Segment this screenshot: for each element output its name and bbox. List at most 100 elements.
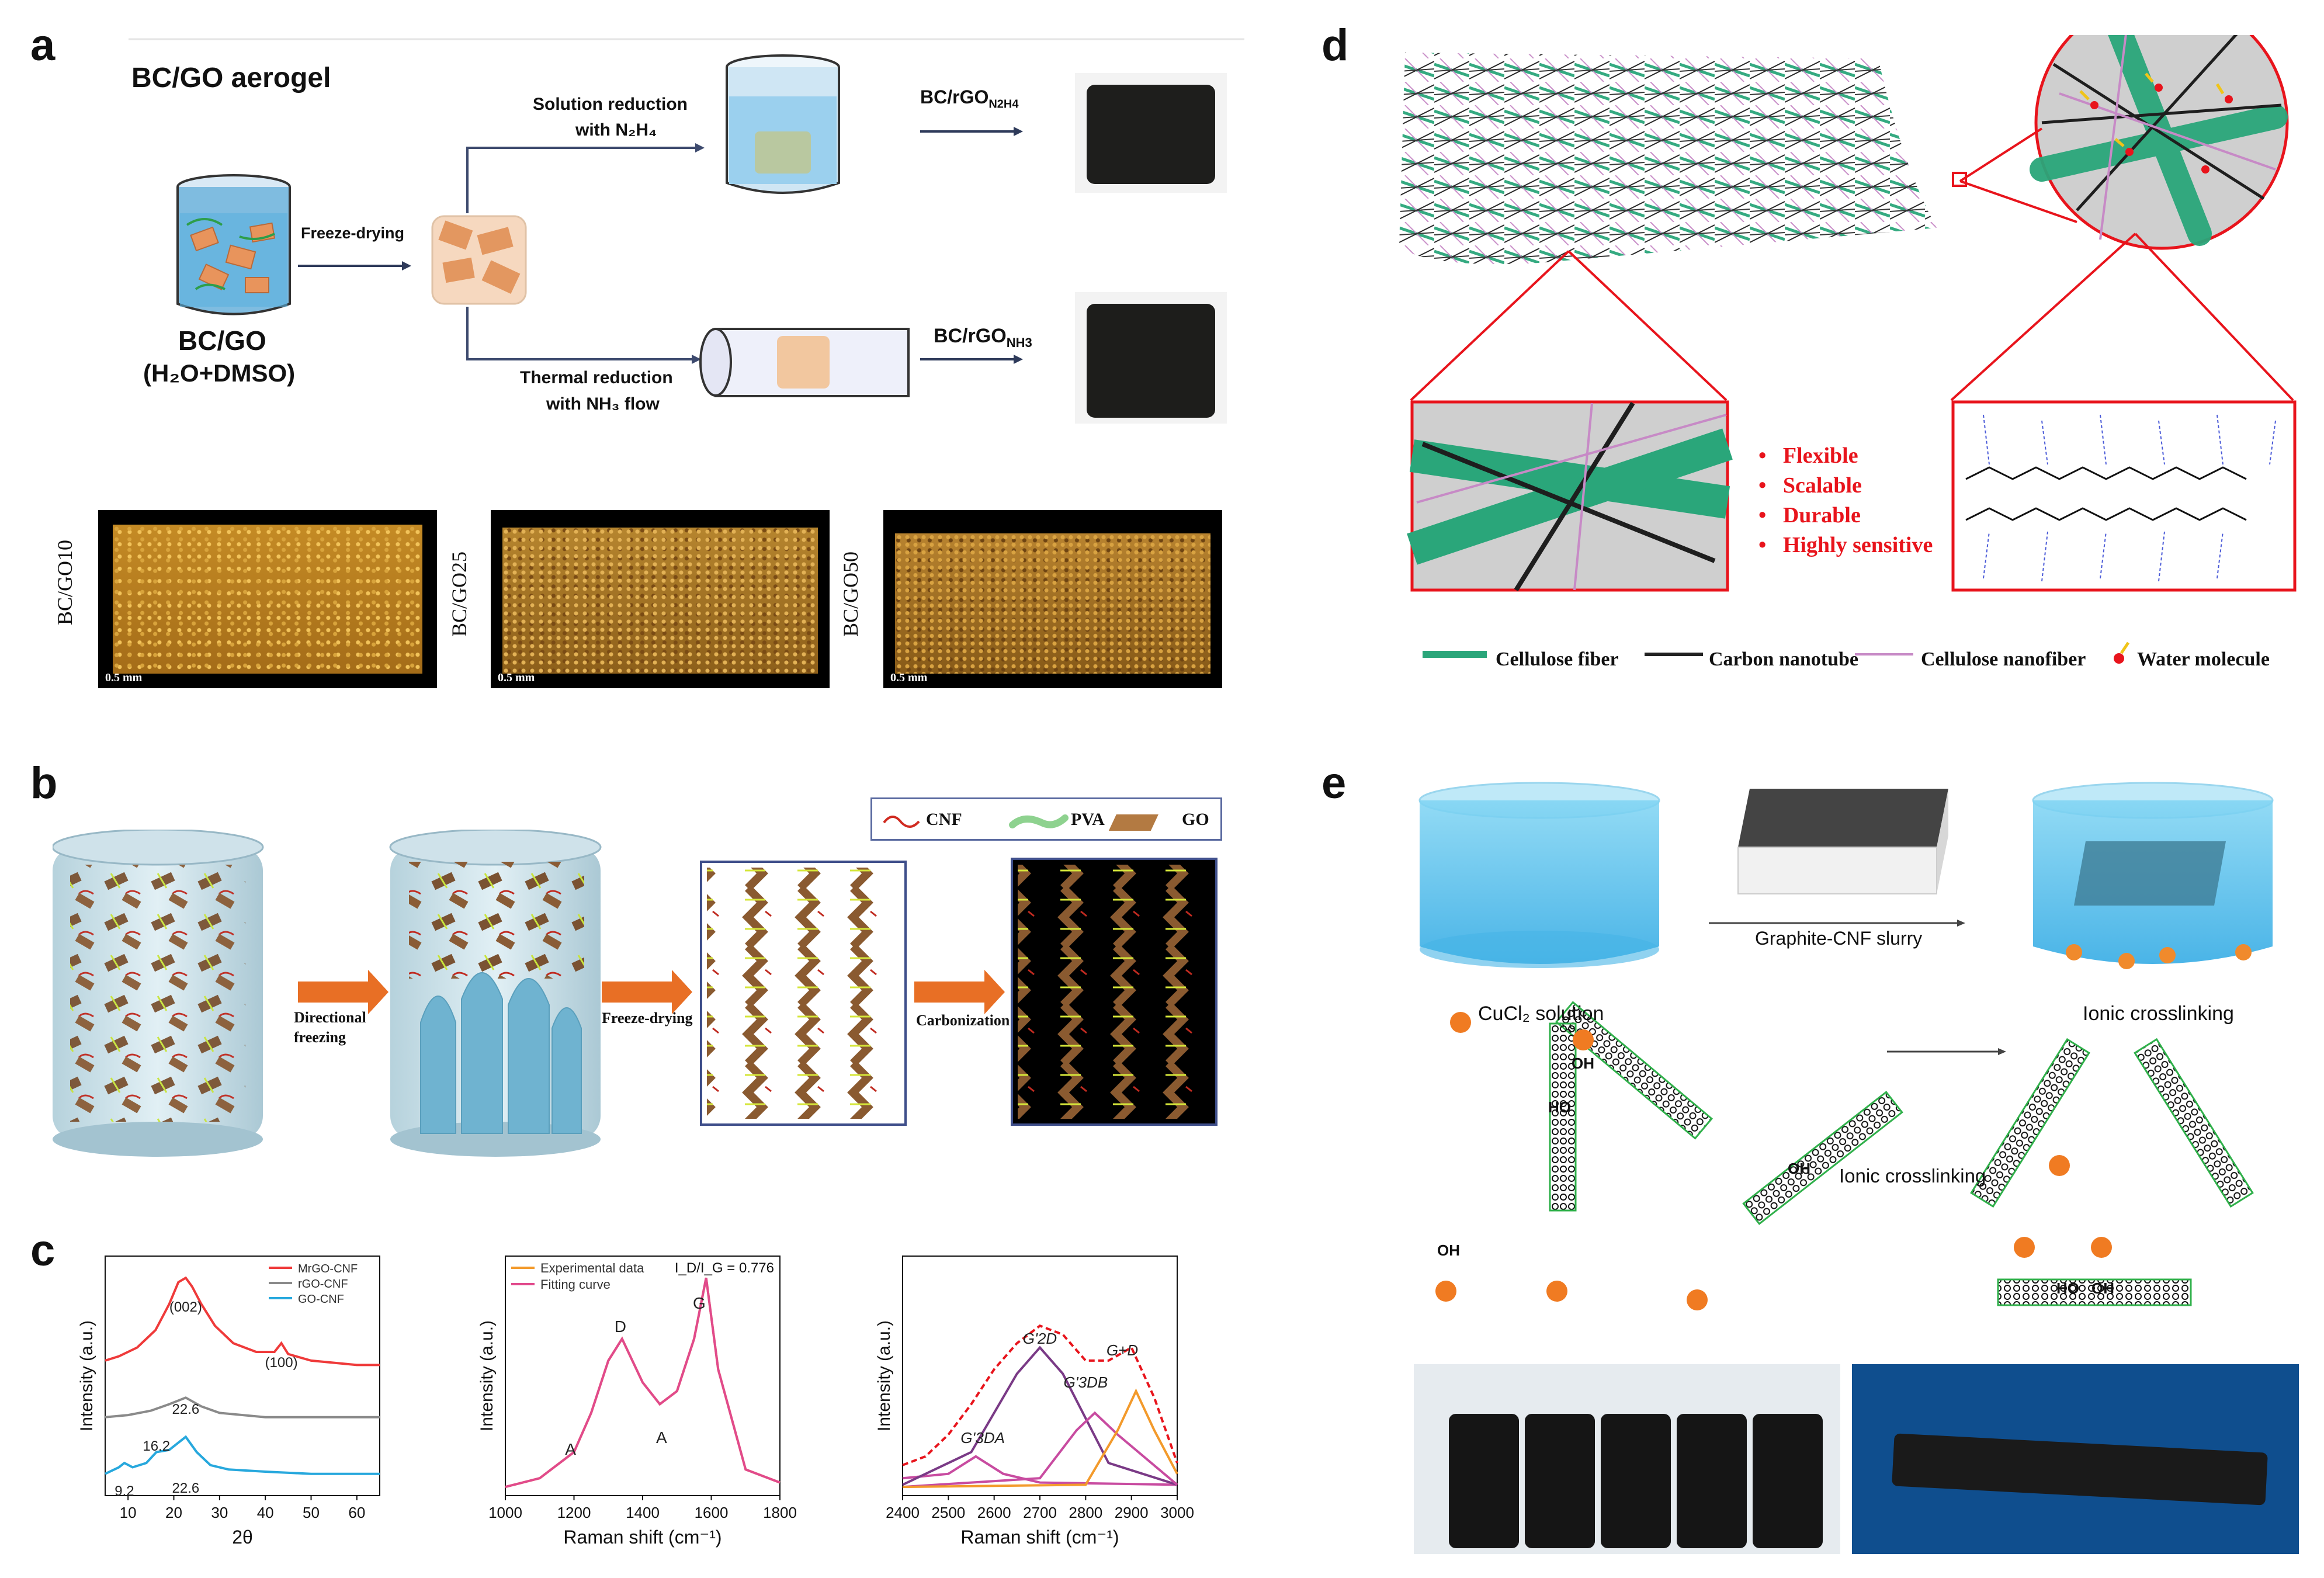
feature-scalable-label: Scalable <box>1782 473 1862 498</box>
precursor-label: BC/GO <box>178 325 266 356</box>
series-line-3 <box>902 1388 1178 1489</box>
legend-pva: PVA <box>1071 810 1105 829</box>
x-axis-label: Raman shift (cm⁻¹) <box>960 1527 1119 1548</box>
annotation-2: 22.6 <box>172 1402 200 1417</box>
panel-a-schematic-frame <box>129 38 1244 435</box>
step-freeze-drying: Freeze-drying <box>602 1010 693 1026</box>
route2-product-label: BC/rGO <box>934 325 1007 347</box>
legend-cellulose-fiber: Cellulose fiber <box>1496 648 1619 670</box>
peak-label-1: G'3DB <box>1063 1374 1108 1391</box>
x-tick-label: 1400 <box>626 1504 660 1521</box>
crosslinking-bath-icon <box>2032 782 2274 969</box>
annotation-4: 9.2 <box>115 1483 134 1499</box>
microct-bcgo50: 0.5 mm <box>883 510 1222 688</box>
panel-b-legend: CNF PVA GO <box>870 797 1222 841</box>
peak-label-2: A <box>565 1440 576 1458</box>
x-tick-label: 3000 <box>1160 1504 1194 1521</box>
x-tick-label: 50 <box>303 1504 320 1521</box>
route1-product-label: BC/rGO <box>920 86 989 107</box>
series-line-1 <box>505 1277 781 1489</box>
route1-product: BC/rGON2H4 <box>920 86 1018 111</box>
oh-label: OH <box>1788 1160 1810 1177</box>
panel-letter-d: d <box>1321 20 1349 70</box>
peak-label-0: D <box>615 1317 626 1336</box>
freeze-drying-label: Freeze-drying <box>301 224 405 242</box>
route2-product-sub: NH3 <box>1006 335 1032 350</box>
legend-text-0: Experimental data <box>540 1261 644 1275</box>
reduction-beaker-icon <box>726 54 840 194</box>
sample-label-2: BC/GO25 <box>448 551 471 637</box>
ratio-label: I_D/I_G = 0.776 <box>675 1260 774 1276</box>
annotation-5: 22.6 <box>172 1480 200 1496</box>
step-directional-line1: Directional <box>294 1009 366 1026</box>
route1-product-sub: N2H4 <box>988 98 1019 111</box>
legend-cnf: CNF <box>926 810 962 829</box>
legend-text-2: GO-CNF <box>298 1293 344 1306</box>
x-tick-label: 60 <box>348 1504 365 1521</box>
carbonized-aerogel-icon <box>1011 858 1218 1126</box>
scale-label: 0.5 mm <box>498 671 535 684</box>
graphite-slab-icon <box>1737 789 1948 894</box>
route2-line2: with NH₃ flow <box>546 394 660 414</box>
aerogel-block-icon <box>431 215 527 305</box>
feature-sensitive-label: Highly sensitive <box>1782 533 1933 557</box>
x-axis-label: 2θ <box>232 1527 253 1548</box>
x-tick-label: 2900 <box>1115 1504 1149 1521</box>
x-tick-label: 40 <box>257 1504 274 1521</box>
sample-label-1: BC/GO10 <box>53 539 77 625</box>
route2-line1: Thermal reduction <box>520 368 673 387</box>
panel-letter-c: c <box>30 1226 56 1275</box>
panel-a-title: BC/GO aerogel <box>131 63 331 93</box>
ho-label: HO <box>2056 1279 2079 1297</box>
y-axis-label: Intensity (a.u.) <box>77 1320 96 1431</box>
panel-e-schematic <box>1414 782 2299 1554</box>
series-line-1 <box>902 1345 1178 1486</box>
cylinder-freezing-icon <box>389 830 602 1157</box>
series-line-2 <box>902 1411 1178 1489</box>
annotation-3: 16.2 <box>143 1438 170 1454</box>
peak-label-3: G'3DA <box>960 1429 1005 1447</box>
cnf-graphite-sheets <box>1549 1001 2254 1306</box>
step-directional-freezing: Directional freezing <box>294 1008 366 1048</box>
x-tick-label: 2500 <box>931 1504 965 1521</box>
peak-label-2: G+D <box>1106 1341 1138 1359</box>
legend-swatches <box>883 814 1158 831</box>
peak-label-3: A <box>656 1428 667 1447</box>
x-tick-label: 2700 <box>1023 1504 1057 1521</box>
panel-letter-e: e <box>1321 758 1347 808</box>
peak-label-1: G <box>693 1294 706 1312</box>
series-line-1 <box>105 1396 380 1419</box>
cylinder-suspension-icon <box>53 830 264 1157</box>
ionic-crosslinking-label: Ionic crosslinking <box>2083 1003 2234 1025</box>
slurry-label: Graphite-CNF slurry <box>1755 928 1923 949</box>
x-tick-label: 30 <box>211 1504 228 1521</box>
series-line-0 <box>902 1455 1178 1486</box>
route2-product: BC/rGONH3 <box>934 325 1032 351</box>
feature-sensitive: • Highly sensitive <box>1758 533 1933 557</box>
panel-d-schematic <box>1399 35 2297 664</box>
chemical-structure-box <box>1951 400 2297 592</box>
route1-line1: Solution reduction <box>533 95 688 114</box>
x-tick-label: 2400 <box>886 1504 920 1521</box>
series-line-4 <box>902 1324 1178 1466</box>
feature-list: • Flexible • Scalable • Durable • Highly… <box>1758 441 1933 560</box>
microct-bcgo25: 0.5 mm <box>491 510 830 688</box>
step-carbonization: Carbonization <box>916 1012 1010 1029</box>
feature-durable-label: Durable <box>1782 503 1861 528</box>
panel-letter-b: b <box>30 758 58 808</box>
x-tick-label: 1600 <box>695 1504 729 1521</box>
panel-b-schematic <box>53 830 1218 1157</box>
scale-label: 0.5 mm <box>105 671 143 684</box>
route1-line2: with N₂H₄ <box>575 120 657 140</box>
x-tick-label: 2600 <box>977 1504 1011 1521</box>
x-tick-label: 1800 <box>763 1504 797 1521</box>
precursor-solvent-label: (H₂O+DMSO) <box>143 359 296 387</box>
fiber-network-icon <box>1399 53 1937 264</box>
oh-label: OH <box>1572 1055 1594 1072</box>
oh-label: OH <box>2091 1279 2114 1297</box>
cucl2-label: CuCl₂ solution <box>1478 1003 1604 1025</box>
x-tick-label: 1000 <box>488 1504 522 1521</box>
beaker-icon <box>176 174 291 315</box>
